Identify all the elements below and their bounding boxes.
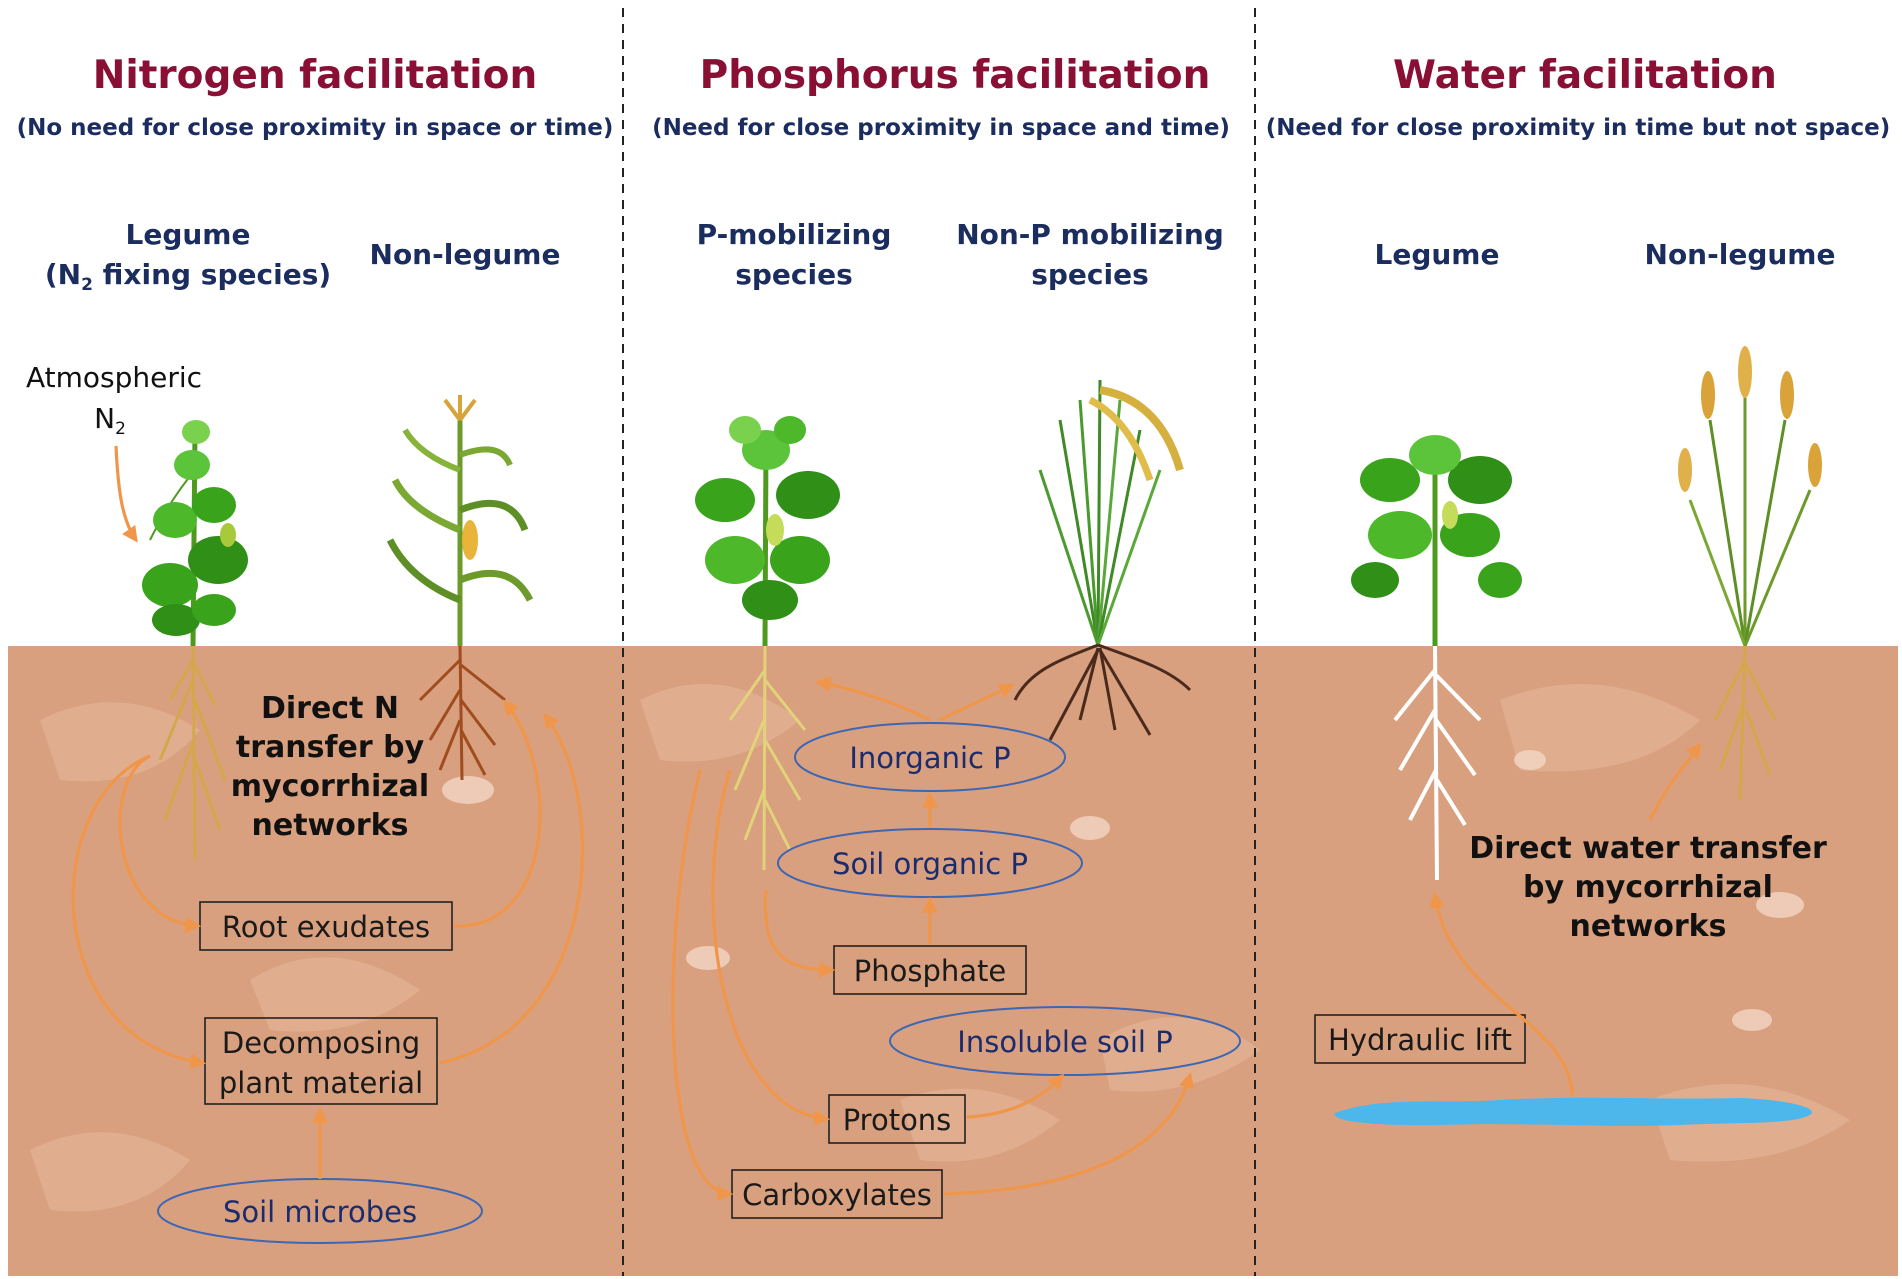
hydraulic-lift-arrow bbox=[1428, 891, 1574, 1096]
non-p-mobilizing-label-line2: species bbox=[1031, 258, 1149, 291]
carboxylates-text: Carboxylates bbox=[742, 1178, 932, 1212]
inorganic-p-text: Inorganic P bbox=[849, 741, 1010, 775]
legume-roots-nitrogen bbox=[158, 645, 227, 861]
direct-n-transfer-label-line4: networks bbox=[252, 808, 409, 843]
insoluble-soil-p-ellipse bbox=[889, 1006, 1241, 1076]
phosphate-text: Phosphate bbox=[854, 954, 1007, 988]
soil-organic-p-text: Soil organic P bbox=[832, 847, 1028, 881]
non-legume-roots-nitrogen bbox=[418, 645, 506, 781]
atmospheric-n2-label: N2 bbox=[94, 402, 126, 439]
non-legume-plant-nitrogen bbox=[386, 395, 534, 646]
p-mobilizing-label-line2: species bbox=[735, 258, 853, 291]
nitrogen-panel-title: Nitrogen facilitation bbox=[93, 53, 537, 98]
p-mobilizing-plant bbox=[695, 416, 840, 647]
phosphorus-panel-title: Phosphorus facilitation bbox=[700, 53, 1211, 98]
water-pool bbox=[1334, 1097, 1812, 1126]
soil-microbes-text: Soil microbes bbox=[223, 1195, 417, 1229]
direct-water-transfer-label-line2: by mycorrhizal bbox=[1523, 870, 1773, 905]
nitrogen-panel-subtitle: (No need for close proximity in space or… bbox=[17, 115, 614, 141]
non-legume-label: Non-legume bbox=[370, 238, 561, 271]
direct-water-transfer-label-line1: Direct water transfer bbox=[1469, 831, 1827, 866]
legume-plant-water bbox=[1351, 435, 1522, 646]
water-transfer-arrow bbox=[1648, 742, 1702, 821]
non-legume-roots-water bbox=[1713, 645, 1777, 801]
non-legume-plant-water bbox=[1678, 346, 1822, 647]
direct-water-transfer-label-line3: networks bbox=[1570, 909, 1727, 944]
legume-label: Legume bbox=[126, 218, 251, 251]
direct-n-transfer-label-line3: mycorrhizal bbox=[231, 769, 429, 804]
atmospheric-label: Atmospheric bbox=[26, 361, 202, 394]
water-panel-subtitle: (Need for close proximity in time but no… bbox=[1266, 115, 1891, 141]
direct-n-transfer-label-line1: Direct N bbox=[261, 691, 399, 726]
p-mobilizing-roots bbox=[728, 645, 807, 871]
non-p-mobilizing-plant bbox=[1038, 379, 1184, 646]
atmospheric-n2-arrow bbox=[114, 445, 138, 543]
legume-plant-nitrogen bbox=[142, 420, 248, 647]
inorganic-p-ellipse bbox=[794, 722, 1066, 792]
hydraulic-lift-box bbox=[1314, 1014, 1526, 1064]
phosphorus-flow-arrows bbox=[671, 676, 1195, 1202]
direct-n-transfer-label-line2: transfer by bbox=[236, 730, 425, 765]
hydraulic-lift-text: Hydraulic lift bbox=[1328, 1023, 1512, 1057]
protons-text: Protons bbox=[843, 1103, 952, 1137]
soil-pebbles bbox=[442, 750, 1804, 1031]
non-p-mobilizing-label-line1: Non-P mobilizing bbox=[956, 218, 1224, 251]
phosphorus-panel-subtitle: (Need for close proximity in space and t… bbox=[652, 115, 1230, 141]
non-p-mobilizing-roots bbox=[1013, 643, 1192, 741]
nitrogen-flow-arrows bbox=[71, 699, 585, 1179]
root-exudates-text: Root exudates bbox=[222, 910, 430, 944]
legume-label-water: Legume bbox=[1375, 238, 1500, 271]
decomposing-plant-material-text-line2: plant material bbox=[219, 1066, 423, 1100]
decomposing-plant-material-text-line1: Decomposing bbox=[222, 1026, 420, 1060]
non-legume-label-water: Non-legume bbox=[1645, 238, 1836, 271]
p-mobilizing-label-line1: P-mobilizing bbox=[697, 218, 892, 251]
water-panel-title: Water facilitation bbox=[1393, 53, 1777, 98]
n2-fixing-label: (N2 fixing species) bbox=[45, 258, 331, 295]
insoluble-soil-p-text: Insoluble soil P bbox=[957, 1025, 1172, 1059]
legume-roots-water bbox=[1393, 645, 1482, 881]
